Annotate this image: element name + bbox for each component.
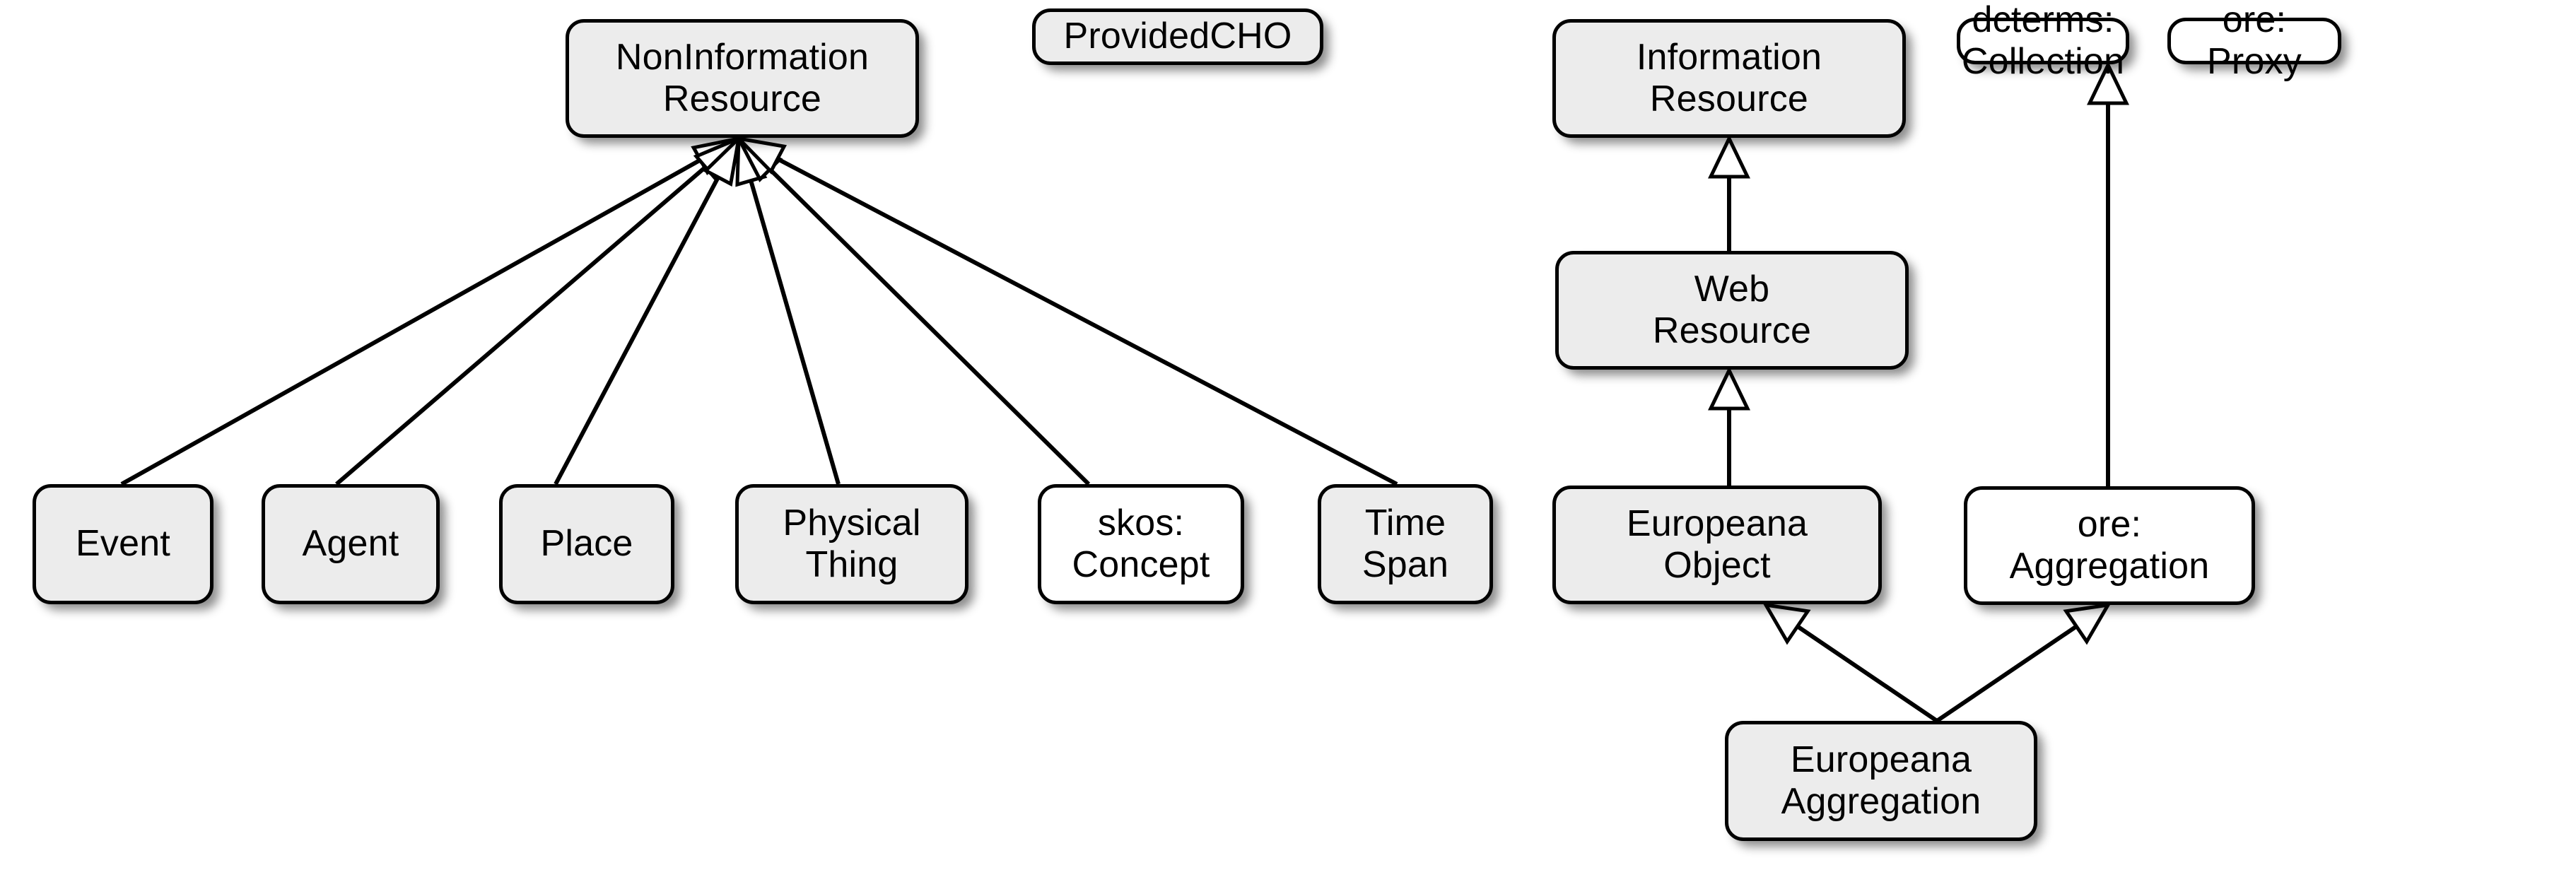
class-node-label: Agent [302, 523, 399, 565]
class-node-label: Europeana Object [1626, 502, 1808, 586]
class-node-provided-cho[interactable]: ProvidedCHO [1032, 8, 1323, 65]
class-node-dcterms-collection[interactable]: dcterms: Collection [1957, 0, 2129, 82]
class-node-label: Place [540, 523, 633, 565]
class-node-web-resource[interactable]: Web Resource [1555, 251, 1909, 370]
class-node-ore-proxy[interactable]: ore: Proxy [2167, 0, 2341, 82]
class-node-label: Europeana Aggregation [1781, 739, 1981, 822]
class-node-europeana-object[interactable]: Europeana Object [1552, 486, 1882, 604]
class-node-time-span[interactable]: Time Span [1318, 484, 1493, 604]
class-node-noninformation-resource[interactable]: NonInformation Resource [566, 19, 919, 138]
class-node-label: Physical Thing [783, 502, 921, 585]
class-node-label: ProvidedCHO [1063, 16, 1292, 57]
class-node-label: Information Resource [1636, 36, 1822, 119]
class-node-place[interactable]: Place [499, 484, 674, 604]
class-node-label: NonInformation Resource [615, 36, 870, 119]
class-node-event[interactable]: Event [33, 484, 213, 604]
class-node-agent[interactable]: Agent [262, 484, 440, 604]
class-node-physical-thing[interactable]: Physical Thing [735, 484, 968, 604]
class-node-label: Web Resource [1652, 268, 1812, 351]
class-node-label: ore: Aggregation [2009, 503, 2210, 587]
class-node-label: Event [76, 523, 170, 565]
class-node-skos-concept[interactable]: skos: Concept [1038, 484, 1244, 604]
class-node-information-resource[interactable]: Information Resource [1552, 19, 1906, 138]
class-node-europeana-aggregation[interactable]: Europeana Aggregation [1725, 721, 2037, 841]
class-node-label: skos: Concept [1072, 502, 1210, 585]
class-node-label: ore: Proxy [2207, 0, 2302, 82]
class-node-label: dcterms: Collection [1961, 0, 2125, 82]
class-node-ore-aggregation[interactable]: ore: Aggregation [1964, 486, 2255, 605]
class-node-label: Time Span [1362, 502, 1449, 585]
